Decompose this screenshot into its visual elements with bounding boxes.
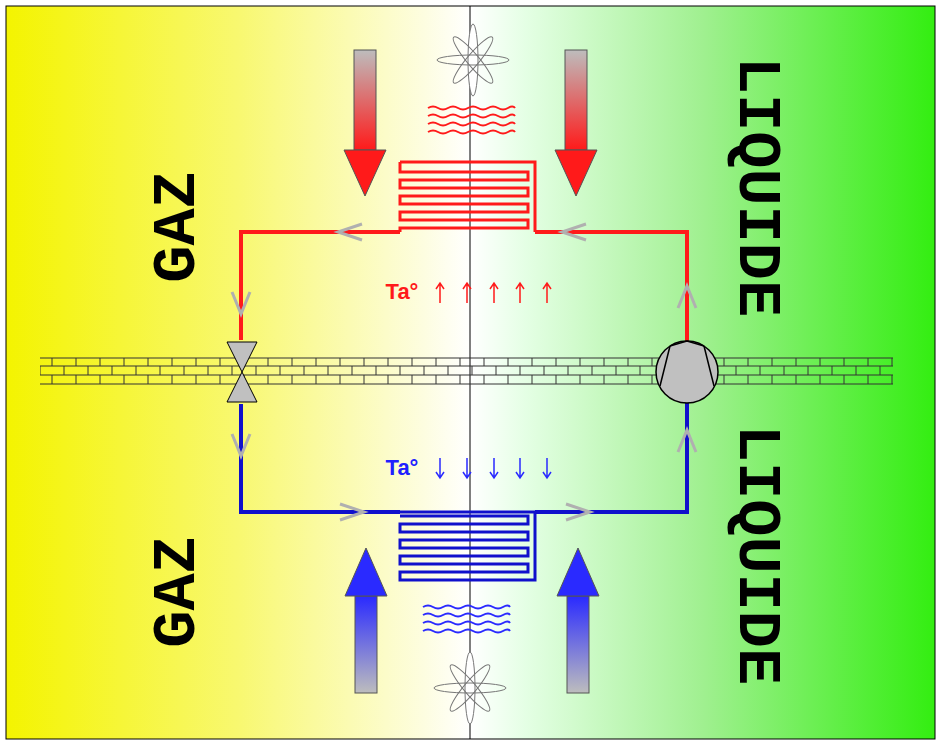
state-label: LIQUIDE	[725, 57, 787, 317]
state-label: GAZ	[147, 171, 209, 283]
temperature-label: Ta°	[386, 281, 419, 303]
temperature-label: Ta°	[386, 457, 419, 479]
state-label: GAZ	[147, 536, 209, 648]
state-label: LIQUIDE	[725, 425, 787, 685]
